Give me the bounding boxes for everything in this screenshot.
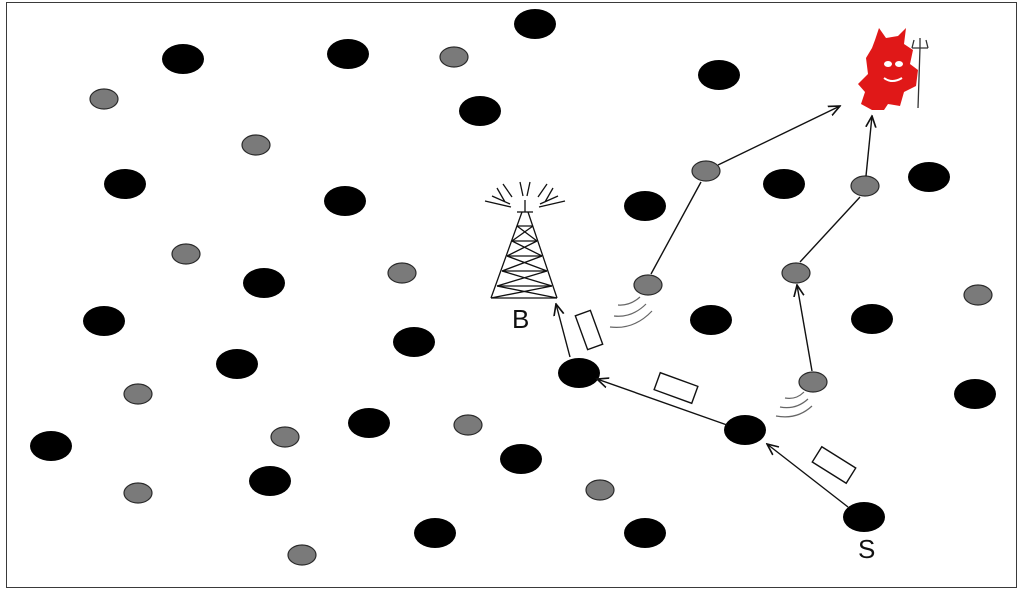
compromised-node <box>124 384 152 404</box>
sensor-node <box>763 169 805 199</box>
compromised-node <box>799 372 827 392</box>
sensor-node <box>249 466 291 496</box>
attack-arrow <box>718 106 840 165</box>
sensor-node <box>393 327 435 357</box>
sensor-node <box>514 9 556 39</box>
sensor-node <box>162 44 204 74</box>
sensor-node <box>690 305 732 335</box>
sensor-node <box>83 306 125 336</box>
sensor-node <box>216 349 258 379</box>
compromised-node <box>851 176 879 196</box>
sensor-node <box>500 444 542 474</box>
base-station-label: B <box>512 304 529 334</box>
compromised-node <box>454 415 482 435</box>
sensor-node <box>851 304 893 334</box>
wireless-signal-icon <box>610 297 652 327</box>
source-node <box>843 502 885 532</box>
compromised-node <box>242 135 270 155</box>
route-arrow <box>556 304 570 357</box>
sensor-node <box>243 268 285 298</box>
attack-route <box>651 106 872 371</box>
compromised-node <box>964 285 992 305</box>
sensor-node <box>624 191 666 221</box>
compromised-node <box>440 47 468 67</box>
sensor-node <box>348 408 390 438</box>
sensor-node <box>104 169 146 199</box>
compromised-node <box>90 89 118 109</box>
sensor-node <box>324 186 366 216</box>
sensor-node <box>30 431 72 461</box>
packet-icon <box>575 310 602 349</box>
attack-arrow <box>797 285 812 371</box>
wireless-signal-icon <box>776 392 812 417</box>
compromised-node <box>782 263 810 283</box>
compromised-node <box>586 480 614 500</box>
compromised-node <box>634 275 662 295</box>
sensor-node <box>724 415 766 445</box>
compromised-node <box>271 427 299 447</box>
devil-icon <box>858 28 928 110</box>
sensor-node <box>908 162 950 192</box>
compromised-node <box>388 263 416 283</box>
sensor-node <box>327 39 369 69</box>
compromised-node <box>692 161 720 181</box>
source-label: S <box>858 534 875 564</box>
compromised-node <box>172 244 200 264</box>
attack-arrow <box>866 116 872 176</box>
attack-arrow <box>800 197 860 262</box>
compromised-nodes <box>90 47 992 565</box>
sensor-node <box>414 518 456 548</box>
packet-icon <box>812 447 855 483</box>
compromised-node <box>124 483 152 503</box>
packets <box>575 310 855 483</box>
sensor-node <box>558 358 600 388</box>
sensor-node <box>954 379 996 409</box>
radio-tower-icon <box>485 182 565 298</box>
sensor-node <box>698 60 740 90</box>
sensor-node <box>624 518 666 548</box>
compromised-node <box>288 545 316 565</box>
packet-icon <box>654 373 698 404</box>
sensor-node <box>459 96 501 126</box>
